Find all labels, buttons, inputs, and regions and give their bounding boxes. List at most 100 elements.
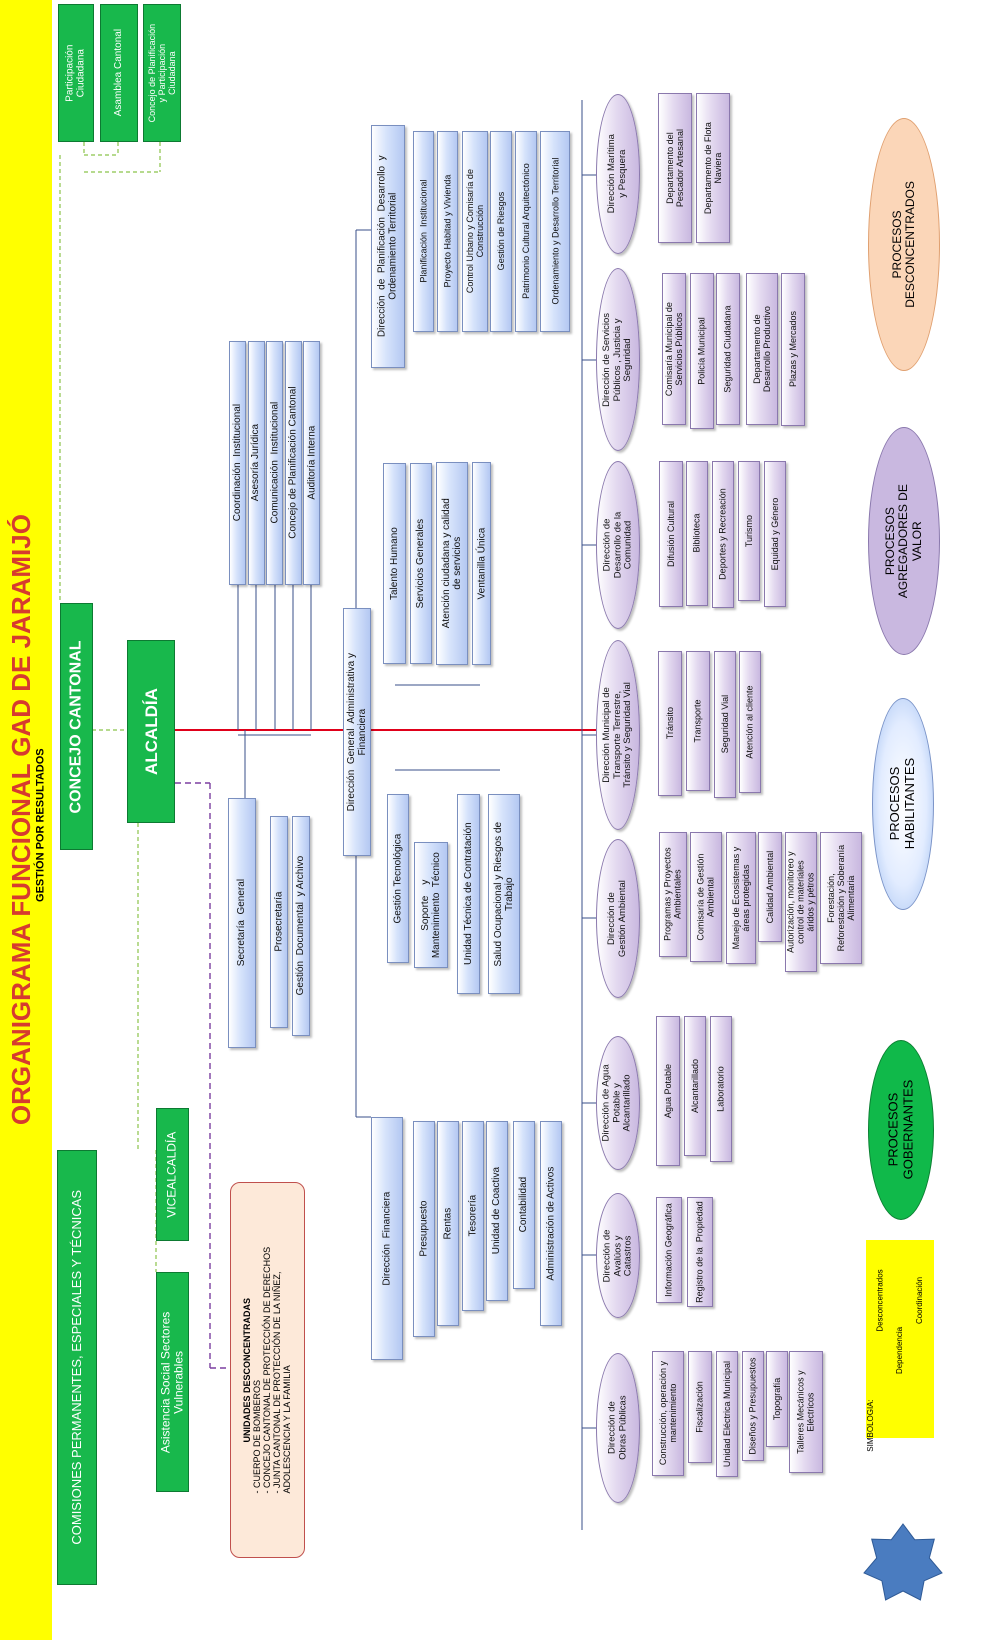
- fin-item: Presupuesto: [413, 1121, 435, 1337]
- operative-item-label: Información Geográfica: [663, 1203, 674, 1297]
- operative-item-label: Plazas y Mercados: [787, 311, 798, 388]
- advisory-auditoria: Auditoría Interna: [303, 341, 320, 585]
- asistencia-box: Asistencia Social Sectores Vulnerables: [156, 1272, 189, 1492]
- operative-direction-label: Dirección Marítima y Pesquera: [606, 134, 628, 214]
- procesos-desconcentrados-label: PROCESOS DESCONCENTRADOS: [889, 181, 917, 308]
- plan-item-label: Proyecto Habitad y Vivienda: [442, 175, 453, 288]
- operative-item: Equidad y Género: [764, 461, 786, 607]
- procesos-gobernantes-label: PROCESOS GOBERNANTES: [885, 1080, 915, 1180]
- asistencia-box-label: Asistencia Social Sectores Vulnerables: [158, 1311, 186, 1453]
- operative-direction: Dirección de Servicios Públicos , Justic…: [596, 268, 640, 451]
- operative-item-label: Alcantarillado: [689, 1058, 700, 1114]
- plan-item: Proyecto Habitad y Vivienda: [437, 131, 458, 332]
- operative-item-label: Agua Potable: [662, 1063, 673, 1119]
- operative-direction: Dirección de Desarrollo de la Comunidad: [596, 461, 640, 629]
- gestion-documental-box: Gestión Documental y Archivo: [292, 816, 310, 1036]
- salud-ocupacional-box: Salud Ocupacional y Riesgos de Trabajo: [488, 794, 520, 994]
- asamblea-box: Asamblea Cantonal: [100, 4, 138, 142]
- operative-item: Transporte: [686, 651, 710, 791]
- operative-item: Departamento de Desarrollo Productivo: [746, 273, 778, 425]
- advisory-comunicacion: Comunicación Institucional: [266, 341, 283, 585]
- fin-item-label: Contabilidad: [518, 1177, 530, 1233]
- gestion-documental-box-label: Gestión Documental y Archivo: [295, 856, 307, 996]
- operative-item: Agua Potable: [656, 1016, 680, 1166]
- operative-item-label: Transporte: [692, 699, 703, 743]
- procesos-desconcentrados: PROCESOS DESCONCENTRADOS: [868, 118, 940, 371]
- operative-item: Diseños y Presupuestos: [742, 1351, 764, 1461]
- operative-item: Autorización, monitoreo y control de mat…: [785, 832, 817, 972]
- consejo-plan-box: Concejo de Planificación y Participación…: [143, 4, 181, 142]
- operative-item-label: Equidad y Género: [769, 497, 780, 571]
- operative-item: Alcantarillado: [684, 1016, 706, 1156]
- unidad-item: ADOLESCENCIA Y LA FAMILIA: [282, 1365, 293, 1494]
- contratacion-box-label: Unidad Técnica de Contratación: [462, 822, 474, 966]
- operative-item: Biblioteca: [686, 461, 708, 606]
- operative-item-label: Departamento de Desarrollo Productivo: [751, 305, 773, 393]
- operative-item-label: Laboratorio: [715, 1066, 726, 1112]
- advisory-comunicacion-label: Comunicación Institucional: [268, 402, 280, 524]
- soporte-box: Soporte y Mantenimiento Técnico: [414, 842, 448, 968]
- participacion-box-label: Participación Ciudadana: [64, 44, 88, 102]
- subtitle-text: GESTIÓN POR RESULTADOS: [34, 748, 47, 902]
- vicealcaldia-box: VICEALCALDÍA: [156, 1108, 189, 1241]
- ventanilla-unica-box: Ventanilla Única: [472, 462, 491, 665]
- advisory-concejo-plan-label: Concejo de Planificación Cantonal: [287, 386, 299, 540]
- operative-item-label: Seguridad Ciudadana: [722, 305, 733, 393]
- prosecretaria-box: Prosecretaría: [270, 816, 288, 1028]
- procesos-gobernantes: PROCESOS GOBERNANTES: [868, 1040, 934, 1220]
- operative-item: Policía Municipal: [690, 273, 714, 429]
- legend-coordinacion: Coordinación: [912, 1240, 930, 1360]
- asamblea-box-label: Asamblea Cantonal: [113, 29, 125, 117]
- operative-item: Comisaría Municipal de Servicios Público…: [662, 273, 686, 425]
- plan-item: Gestión de Riesgos: [490, 131, 512, 332]
- operative-item: Difusión Cultural: [659, 461, 683, 607]
- comisiones-box: COMISIONES PERMANENTES, ESPECIALES Y TÉC…: [57, 1150, 97, 1585]
- operative-item: Talleres Mecánicos y Eléctricos: [789, 1351, 823, 1473]
- legend-dependencia: Dependencia: [892, 1310, 910, 1390]
- procesos-agregadores-label: PROCESOS AGREGADORES DE VALOR: [882, 483, 924, 599]
- operative-item-label: Diseños y Presupuestos: [747, 1357, 758, 1455]
- comisiones-box-label: COMISIONES PERMANENTES, ESPECIALES Y TÉC…: [68, 1190, 84, 1545]
- operative-item: Manejo de Ecosistemas y áreas protegidas: [726, 832, 756, 964]
- plan-item: Ordenamiento y Desarrollo Territorial: [540, 131, 570, 332]
- fin-item: Rentas: [437, 1121, 459, 1326]
- operative-item: Tránsito: [658, 651, 682, 796]
- advisory-asesoria-label: Asesoría Jurídica: [250, 424, 262, 502]
- operative-item-label: Unidad Eléctrica Municipal: [721, 1360, 732, 1468]
- operative-item-label: Departamento del Pescador Artesanal: [664, 128, 686, 208]
- legend-dependencia-text: Dependencia: [895, 1326, 905, 1374]
- direccion-planificacion-box-label: Dirección de Planificación Desarrollo y …: [376, 155, 399, 338]
- operative-direction: Dirección Marítima y Pesquera: [596, 94, 640, 254]
- operative-item: Atención al cliente: [739, 651, 761, 793]
- secretaria-box: Secretaría General: [228, 798, 256, 1048]
- legend-title-text: SIMBOLOGIA:: [865, 1398, 875, 1452]
- fin-item: Tesorería: [462, 1121, 484, 1311]
- operative-item: Turismo: [738, 461, 760, 601]
- operative-item-label: Atención al cliente: [744, 685, 755, 759]
- operative-item-label: Fiscalización: [694, 1381, 705, 1433]
- operative-direction-label: Dirección de Obras Públicas: [606, 1395, 629, 1461]
- operative-item: Calidad Ambiental: [758, 832, 782, 942]
- operative-item-label: Autorización, monitoreo y control de mat…: [785, 851, 817, 953]
- operative-item-label: Programas y Proyectos Ambientales: [662, 847, 684, 942]
- operative-item: Forestación, Reforestación y Soberanía A…: [820, 832, 862, 964]
- operative-item-label: Policía Municipal: [696, 317, 707, 385]
- operative-item: Fiscalización: [688, 1351, 712, 1463]
- consejo-plan-box-label: Concejo de Planificación y Participación…: [146, 23, 178, 123]
- operative-item-label: Turismo: [743, 514, 754, 548]
- advisory-coordinacion-label: Coordinación Institucional: [231, 404, 243, 522]
- secretaria-box-label: Secretaría General: [236, 879, 248, 967]
- plan-item: Patrimonio Cultural Arquitectónico: [515, 131, 537, 332]
- fin-item: Contabilidad: [513, 1121, 535, 1289]
- operative-item: Unidad Eléctrica Municipal: [716, 1351, 738, 1477]
- operative-direction-label: Dirección de Agua Potable y Alcantarilla…: [601, 1064, 634, 1142]
- operative-item-label: Difusión Cultural: [665, 500, 676, 568]
- ventanilla-unica-box-label: Ventanilla Única: [475, 527, 487, 600]
- advisory-auditoria-label: Auditoría Interna: [305, 426, 317, 500]
- operative-item: Departamento de Flota Naviera: [696, 93, 730, 243]
- operative-item-label: Deportes y Recreación: [717, 488, 728, 581]
- operative-direction: Dirección de Agua Potable y Alcantarilla…: [596, 1036, 640, 1170]
- operative-item-label: Tránsito: [664, 707, 675, 740]
- plan-item-label: Planificación Institucional: [418, 179, 429, 284]
